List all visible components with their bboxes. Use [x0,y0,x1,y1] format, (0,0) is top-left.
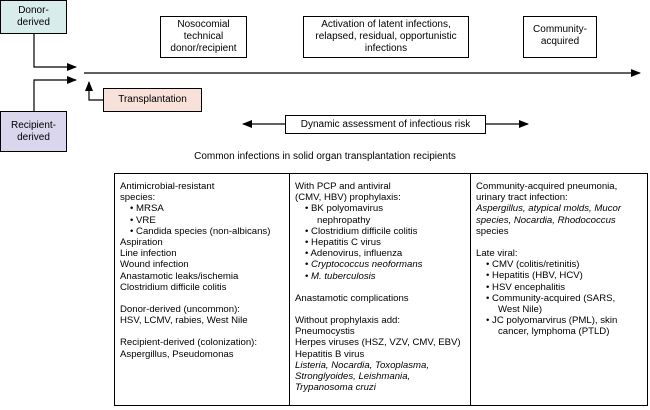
col2-bullet: • Hepatitis C virus [305,237,381,249]
col1-donor-heading: Donor-derived (uncommon): [120,304,240,316]
col1-intro-2: species: [120,192,156,204]
col3-bullet: • CMV (colitis/retinitis) [486,259,580,271]
transplantation-label: Transplantation [118,94,187,105]
nosocomial-header: Nosocomial technical donor/recipient [160,16,247,58]
col2-without-heading: Without prophylaxis add: [295,315,401,327]
col3-intro-2: urinary tract infection: [476,192,568,204]
col2-intro-1: With PCP and antiviral [295,181,391,192]
community-header: Community- acquired [523,16,597,58]
col3-intro-1: Community-acquired pneumonia, [476,181,618,192]
col1-bullet: • MRSA [130,203,164,215]
dynamic-assessment-label: Dynamic assessment of infectious risk [300,118,471,130]
col2-italic-item: Trypanosoma cruzi [295,382,376,394]
col2-bullet: • Cryptococcus neoformans [305,259,423,271]
col1-bullet: • Candida species (non-albicans) [130,225,271,237]
col2-without-item: Hepatitis B virus [295,348,365,360]
col1-item: Anastamotic leaks/ischemia [120,270,239,282]
col1-item: Wound infection [120,259,189,271]
col1-item: Clostridium difficile colitis [120,281,227,293]
dynamic-assessment-box: Dynamic assessment of infectious risk [285,115,486,134]
col3-fungi-3: species [476,225,509,237]
col1-item: Line infection [120,248,177,260]
community-text: Community- acquired [533,24,587,47]
activation-header: Activation of latent infections, relapse… [303,16,469,58]
col2-without-item: Herpes viruses (HSZ, VZV, CMV, EBV) [295,337,461,349]
col1-donor-items: HSV, LCMV, rabies, West Nile [120,315,248,327]
col2-italic-item: Listeria, Nocardia, Toxoplasma, [295,359,430,371]
donor-path [33,34,77,71]
nosocomial-text: Nosocomial technical donor/recipient [170,19,237,54]
col3-bullet: • JC polyomarvirus (PML), skin [486,315,618,327]
col3-fungi-2: species, Nocardia, Rhodococcus [476,214,616,226]
col1-bullet: • VRE [130,214,156,226]
activation-text: Activation of latent infections, relapse… [315,19,457,54]
col3-bullet-cont: West Nile) [498,304,543,316]
col3-bullet: • Hepatitis (HBV, HCV) [486,270,583,282]
col1-recipient-heading: Recipient-derived (colonization): [120,337,258,349]
recipient-derived-box: Recipient- derived [0,111,67,152]
transplantation-connector [85,81,103,101]
col2-bullet: • M. tuberculosis [305,270,376,282]
table-caption: Common infections in solid organ transpl… [194,151,456,162]
column-early: Antimicrobial-resistant species: • MRSA … [115,174,290,405]
col2-bullet: • Clostridium difficile colitis [305,225,418,237]
infection-table: Antimicrobial-resistant species: • MRSA … [114,173,648,406]
col1-intro-1: Antimicrobial-resistant [120,181,215,192]
col2-complications: Anastamotic complications [295,292,409,304]
col2-intro-2: (CMV, HBV) prophylaxis: [295,192,401,204]
col1-item: Aspiration [120,237,163,249]
col3-bullet: • HSV encephalitis [486,281,566,293]
recipient-derived-label: Recipient- derived [10,119,57,143]
column-late: Community-acquired pneumonia, urinary tr… [471,174,647,405]
col2-without-item: Pneumocystis [295,326,355,338]
col1-recipient-items: Aspergillus, Pseudomonas [120,348,234,360]
transplantation-box: Transplantation [103,88,202,112]
col2-bullet-cont: nephropathy [317,214,371,226]
col3-bullet: • Community-acquired (SARS, [486,292,616,304]
donor-derived-box: Donor- derived [0,0,67,34]
col2-bullet: • BK polyomavirus [305,203,384,215]
column-intermediate: With PCP and antiviral (CMV, HBV) prophy… [290,174,471,405]
recipient-path [33,76,77,111]
col3-late-heading: Late viral: [476,248,518,260]
col2-bullet: • Adenovirus, influenza [305,248,403,260]
donor-derived-label: Donor- derived [17,5,50,28]
col3-fungi-1: Aspergillus, atypical molds, Mucor [476,203,622,215]
col2-italic-item: Stronglyoides, Leishmania, [295,371,411,383]
col3-bullet-cont: cancer, lymphoma (PTLD) [498,326,610,338]
